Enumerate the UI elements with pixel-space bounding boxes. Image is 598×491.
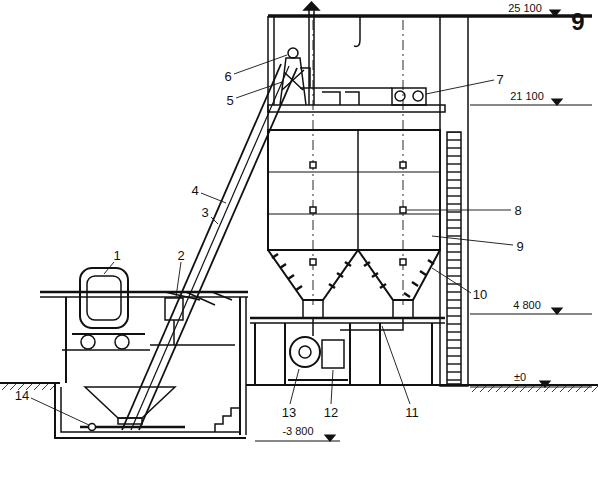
ladder [447,132,461,384]
truck-chassis [72,333,145,335]
pit [55,383,246,438]
shed-roof [40,291,248,294]
aeration-pads [272,254,434,297]
elevation-mark: -3 800 [282,426,313,437]
callout-number: 8 [514,204,521,217]
callout-number: 10 [473,288,487,301]
conveyor [300,87,392,89]
shed-wall [239,297,241,435]
top-platform [268,105,445,112]
silo-body [268,130,440,250]
elevator-head-truss [280,58,306,105]
callout-number: 1 [113,249,120,262]
pit-inner [61,387,240,432]
discharge-pipe [313,318,403,336]
callout-number: 12 [324,406,338,419]
callout-number: 13 [282,406,296,419]
roof [268,14,592,18]
structure [0,2,598,441]
callout-number: 7 [496,73,503,86]
silo-divider [357,130,359,250]
elevation-mark: ±0 [514,372,526,383]
frame-post [273,16,275,105]
shed-post [65,297,67,383]
support-beam [250,322,445,324]
elevator-casing [139,68,297,430]
crane-hook [354,16,360,46]
elevation-mark: 4 800 [513,300,541,311]
vent-pipe [313,10,315,105]
leader-lines [31,55,513,425]
pipework [322,92,359,105]
callout-number: 9 [516,240,523,253]
silo-outlet [303,300,323,318]
support-columns [255,323,432,385]
figure-number: 9 [571,10,584,34]
receiving-hopper [85,387,175,418]
callout-number: 6 [224,70,231,83]
silo-outlet [393,300,413,318]
pit-stairs [215,408,239,432]
conveyor-pulley [413,91,423,101]
callout-number: 2 [177,249,184,262]
shed-roof [40,296,248,298]
pump-rotor [299,346,311,358]
pump-base [288,379,348,381]
silo-ring [268,172,440,173]
truck-wheel [115,335,129,349]
elevation-mark: 25 100 [508,3,542,14]
callout-number: 5 [226,94,233,107]
conveyor-pulley [395,91,405,101]
truck-wheel [81,335,95,349]
soil-hatch [470,386,598,392]
pneumatic-pump [290,337,320,367]
conveyor-drive [392,88,426,105]
silo-cone [268,250,358,300]
callout-number: 14 [15,389,29,402]
shed-wall [245,297,247,435]
silo-cone [358,250,440,300]
level-sensors [310,162,406,265]
vent-pipe [308,10,310,105]
pump-motor [322,340,344,368]
elevator-casing [131,66,289,430]
vent-cap [304,2,319,10]
support-beam [250,317,445,320]
unloader-pipe [150,320,235,345]
hopper-gate [118,418,142,424]
ramp [62,349,150,351]
silo-ring [268,214,440,215]
ground [0,382,60,384]
elevator-casing [122,64,281,430]
cement-truck-tank [80,268,128,328]
unloader [165,298,183,320]
elevation-marks [255,10,592,441]
callout-number: 3 [201,206,208,219]
callout-number: 4 [191,184,198,197]
elevator-drive [288,48,298,58]
cement-truck-tank [87,276,121,320]
screw-drive [89,424,96,431]
elevation-mark: 21 100 [510,91,544,102]
stair-tower [440,16,468,386]
elevator-spout [300,68,310,88]
callout-number: 11 [405,406,419,419]
